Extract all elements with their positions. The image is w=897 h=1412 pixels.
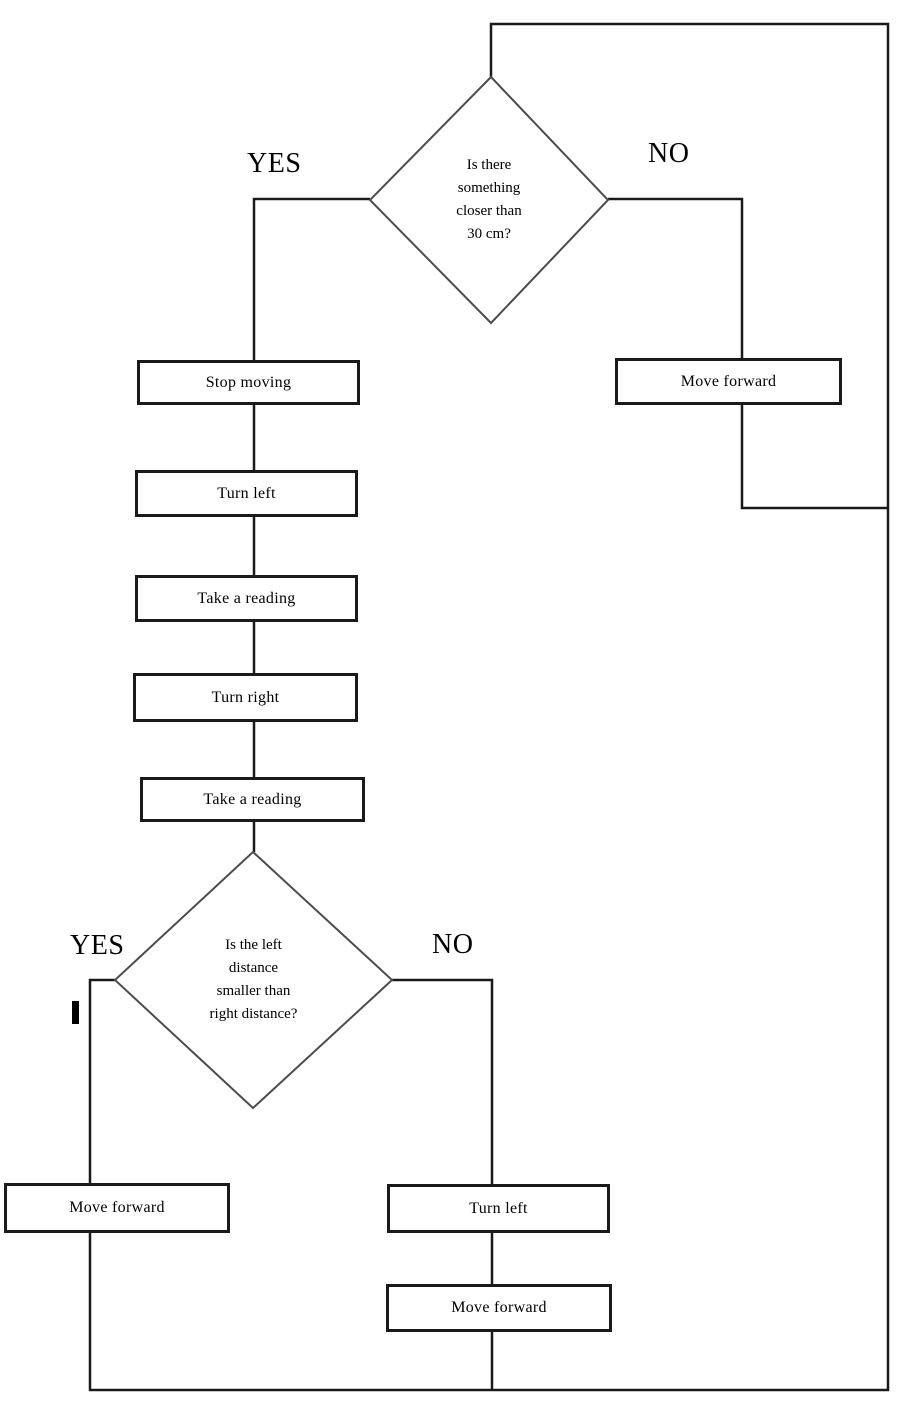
connector-d1-no-merge (740, 405, 888, 510)
connector-d2-yes (88, 978, 115, 1183)
diamond-1-shape (368, 75, 610, 325)
process-box-stop-moving: Stop moving (137, 360, 360, 405)
branch-label-d1-yes: YES (247, 148, 302, 179)
decision-diamond-2: Is the left distance smaller than right … (113, 850, 394, 1110)
branch-label-d1-no: NO (648, 138, 690, 169)
connector-d1-yes (252, 197, 370, 360)
process-box-move-forward-no2: Move forward (386, 1284, 612, 1332)
process-box-take-reading-1: Take a reading (135, 575, 358, 622)
connector-d2-no (392, 978, 494, 1184)
process-box-take-reading-2: Take a reading (140, 777, 365, 822)
connector-return-loop (88, 22, 890, 1392)
stray-mark (72, 1001, 79, 1024)
process-box-turn-left-1: Turn left (135, 470, 358, 517)
branch-label-d2-no: NO (432, 929, 474, 960)
decision-2-label: Is the left distance smaller than right … (209, 937, 298, 1022)
process-box-move-forward-no1: Move forward (615, 358, 842, 405)
process-box-turn-left-2: Turn left (387, 1184, 610, 1233)
diamond-2-shape (113, 850, 394, 1110)
process-box-move-forward-yes2: Move forward (4, 1183, 230, 1233)
process-box-turn-right: Turn right (133, 673, 358, 722)
decision-1-label: Is there something closer than 30 cm? (456, 157, 522, 242)
branch-label-d2-yes: YES (70, 930, 125, 961)
connector-d1-no (608, 197, 744, 358)
decision-diamond-1: Is there something closer than 30 cm? (368, 75, 610, 325)
